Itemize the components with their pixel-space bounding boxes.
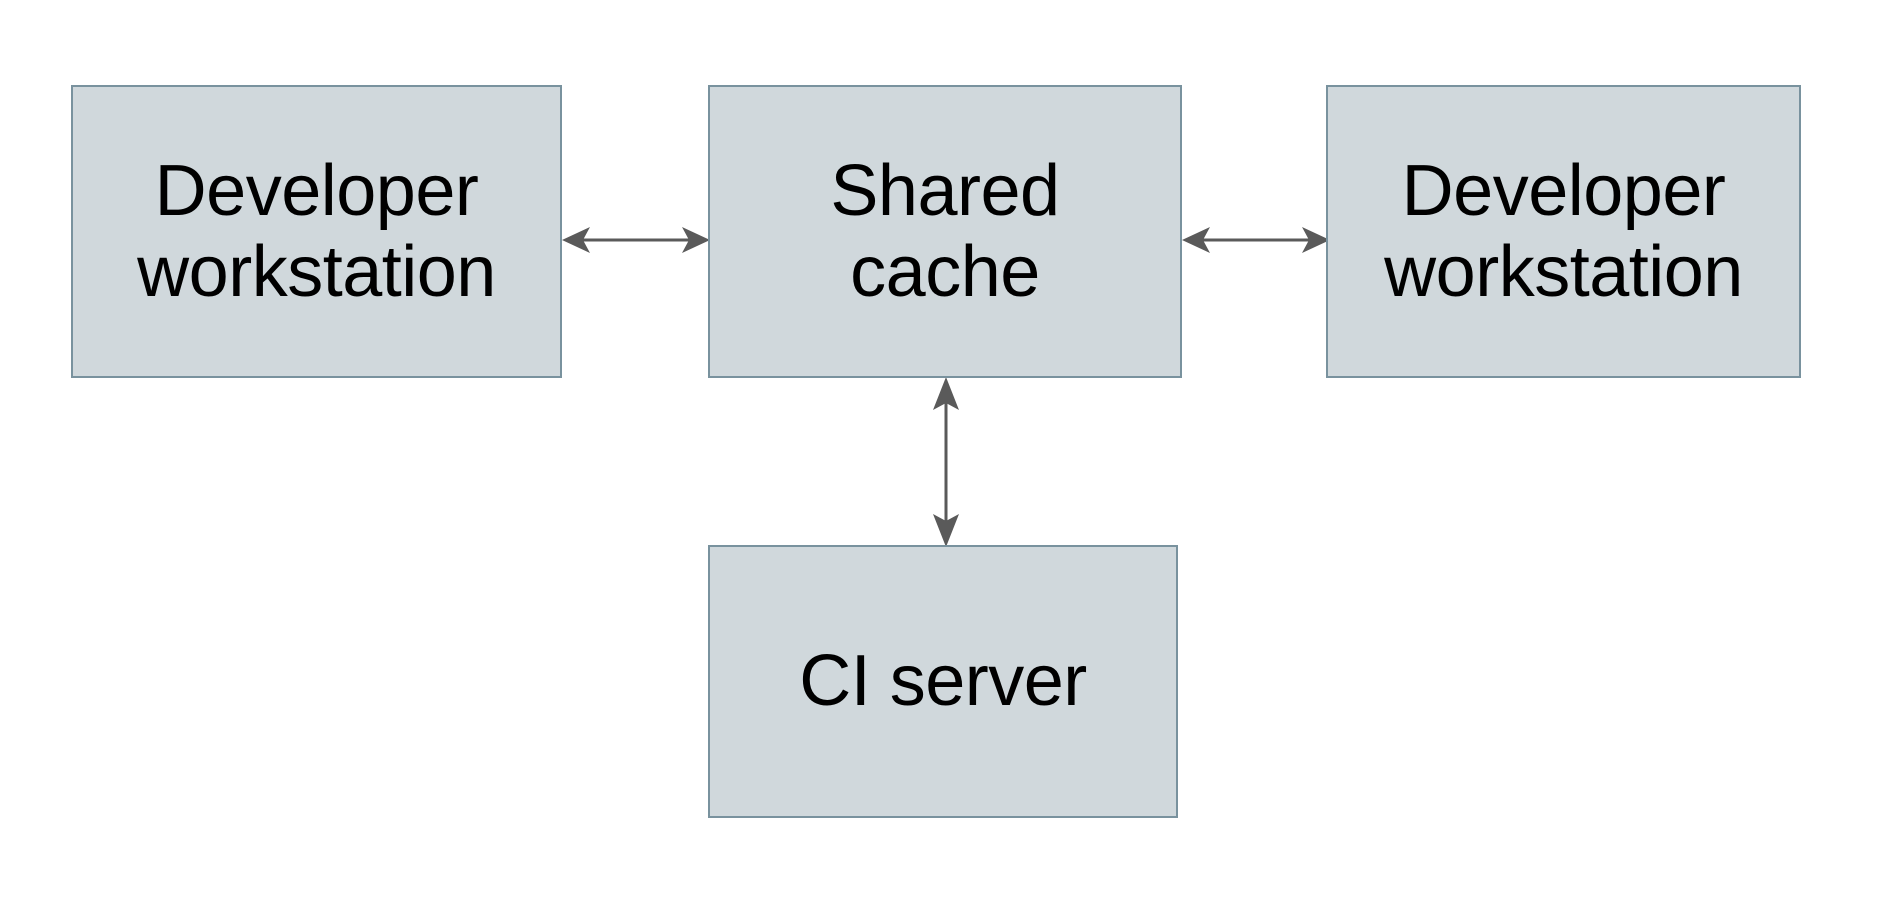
node-shared-cache[interactable]: Shared cache — [708, 85, 1182, 378]
node-label: Developer workstation — [1384, 150, 1743, 312]
node-label: Shared cache — [830, 150, 1060, 312]
connector-shared-cache-to-ci-server — [916, 372, 976, 552]
node-developer-workstation-left[interactable]: Developer workstation — [71, 85, 562, 378]
node-label: Developer workstation — [137, 150, 496, 312]
arrowhead-down-icon — [933, 514, 959, 547]
arrowhead-up-icon — [933, 377, 959, 410]
arrowhead-left-icon — [1182, 227, 1210, 253]
arrowhead-right-icon — [682, 227, 710, 253]
node-developer-workstation-right[interactable]: Developer workstation — [1326, 85, 1801, 378]
node-ci-server[interactable]: CI server — [708, 545, 1178, 818]
node-label: CI server — [799, 641, 1087, 722]
arrowhead-left-icon — [562, 227, 590, 253]
connector-shared-cache-to-dev-right — [1176, 210, 1336, 270]
connector-dev-left-to-shared-cache — [556, 210, 716, 270]
